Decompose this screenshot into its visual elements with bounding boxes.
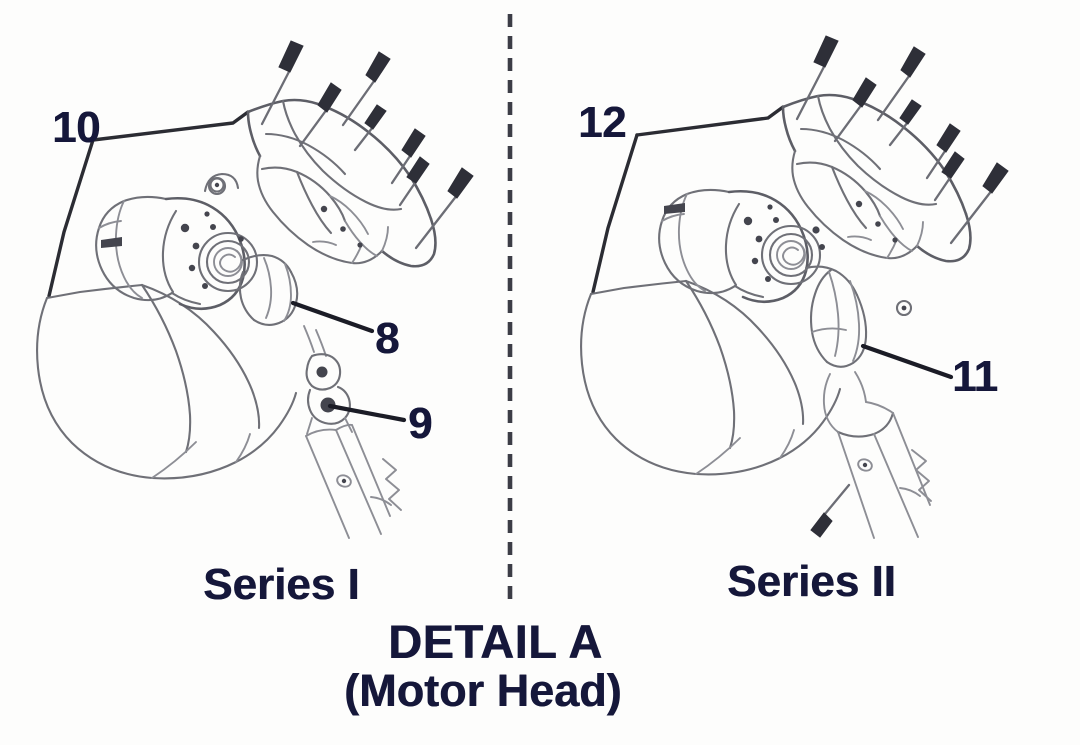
mast-tube — [305, 423, 402, 539]
screw-5 — [390, 128, 426, 185]
cover-housing-2 — [781, 93, 972, 263]
callout-number-11: 11 — [952, 352, 998, 401]
boom-arm-outline-2 — [580, 279, 842, 476]
cover-fastener-screws — [260, 40, 474, 250]
series-1-drawing — [36, 40, 474, 539]
series-1-caption: Series I — [203, 560, 360, 609]
callout-11-leader — [860, 343, 954, 380]
detail-subtitle: (Motor Head) — [344, 665, 622, 716]
screw-7 — [414, 167, 474, 250]
cover-fastener-screws-2 — [795, 35, 1009, 245]
screw-6 — [398, 156, 430, 207]
screw-1 — [260, 40, 304, 126]
loose-screw — [810, 483, 851, 538]
motor-assembly — [95, 172, 375, 334]
screw-2 — [833, 77, 877, 143]
motor-assembly-2 — [658, 188, 954, 380]
screw-3 — [876, 46, 926, 122]
series-2-caption: Series II — [727, 557, 896, 606]
drive-coupler — [303, 325, 407, 435]
callout-12-leader — [591, 105, 785, 294]
screw-5 — [925, 123, 961, 180]
screw-2 — [298, 82, 342, 148]
screw-7 — [949, 162, 1009, 245]
cover-housing — [209, 98, 437, 268]
screw-4 — [888, 99, 922, 147]
screw-4 — [353, 104, 387, 152]
boom-arm-outline — [36, 283, 298, 480]
screw-3 — [341, 51, 391, 127]
callout-9-leader — [327, 403, 407, 423]
callout-number-8: 8 — [375, 314, 399, 363]
callout-number-10: 10 — [52, 103, 100, 152]
mast-tube-2 — [810, 371, 932, 539]
screw-6 — [933, 151, 965, 202]
callout-8-leader — [290, 300, 375, 334]
series-2-drawing — [580, 35, 1009, 539]
callout-10-leader — [47, 110, 250, 298]
callout-number-9: 9 — [408, 399, 432, 448]
callout-number-12: 12 — [578, 98, 626, 147]
screw-1 — [795, 35, 839, 121]
detail-title: DETAIL A — [388, 615, 603, 668]
